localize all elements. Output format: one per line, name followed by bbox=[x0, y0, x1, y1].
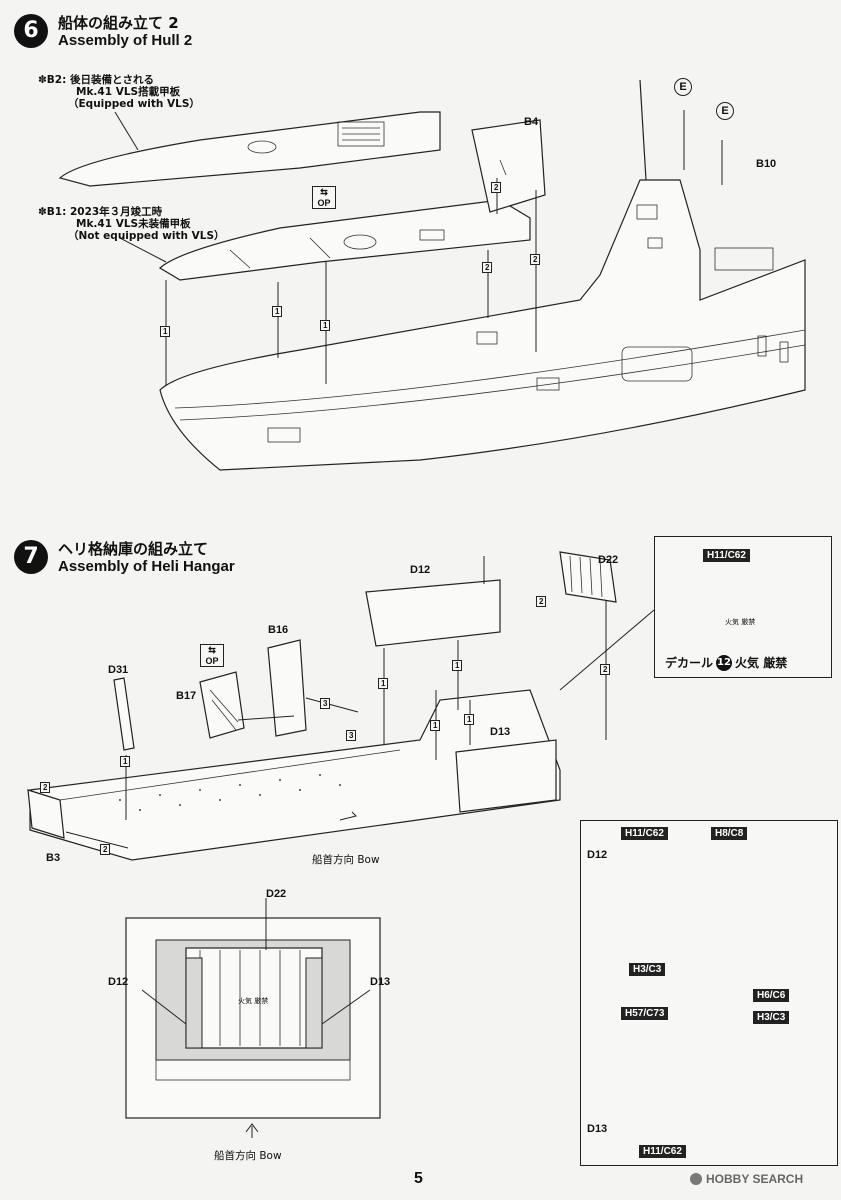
tag-h3-c3-b: H3/C3 bbox=[753, 1011, 790, 1024]
step-num-2: 2 bbox=[482, 262, 493, 273]
note-b1-line2: Mk.41 VLS未装備甲板 bbox=[76, 218, 191, 230]
step-7-op-badge: ⇆ OP bbox=[200, 644, 224, 667]
decal-text: 火気 厳禁 bbox=[735, 656, 788, 670]
note-b2-line2: Mk.41 VLS搭載甲板 bbox=[76, 86, 181, 98]
front-view-label-d12: D12 bbox=[108, 976, 129, 988]
part-label-d22: D22 bbox=[598, 554, 619, 566]
part-label-e-1: E bbox=[674, 78, 692, 96]
tag-h11-c62-top: H11/C62 bbox=[621, 827, 668, 840]
hangar-front-view-drawing bbox=[125, 898, 381, 1138]
hangar-drawing bbox=[27, 551, 617, 861]
step-num-2: 2 bbox=[530, 254, 541, 265]
step-num-2: 2 bbox=[536, 596, 547, 607]
front-view-label-d13: D13 bbox=[370, 976, 391, 988]
step-num-1: 1 bbox=[272, 306, 283, 317]
step-num-2: 2 bbox=[100, 844, 111, 855]
step-num-1: 1 bbox=[464, 714, 475, 725]
decal-small-text: 火気 厳禁 bbox=[725, 618, 756, 626]
part-label-b3: B3 bbox=[46, 852, 61, 864]
step-num-3: 3 bbox=[346, 730, 357, 741]
part-label-b17: B17 bbox=[176, 690, 197, 702]
page-number: 5 bbox=[414, 1170, 423, 1187]
step-num-1: 1 bbox=[378, 678, 389, 689]
decal-label: デカール bbox=[665, 656, 714, 670]
watermark: HOBBY SEARCH bbox=[690, 1172, 803, 1186]
deck-b1-drawing bbox=[119, 199, 531, 281]
decal-number-badge: 12 bbox=[716, 655, 733, 671]
tag-h11-c62-bottom: H11/C62 bbox=[639, 1145, 686, 1158]
step-7-title-en: Assembly of Heli Hangar bbox=[58, 558, 235, 575]
watermark-text: HOBBY SEARCH bbox=[706, 1172, 804, 1186]
detail-label-d12: D12 bbox=[587, 849, 608, 861]
step-num-2: 2 bbox=[40, 782, 51, 793]
step-6-title-en: Assembly of Hull 2 bbox=[58, 32, 193, 49]
tag-h6-c6: H6/C6 bbox=[753, 989, 790, 1002]
step-7-title-jp: ヘリ格納庫の組み立て bbox=[58, 540, 209, 558]
part-label-b16: B16 bbox=[268, 624, 289, 636]
step-num-1: 1 bbox=[452, 660, 463, 671]
op-label: OP bbox=[317, 198, 331, 208]
note-b2-line3: （Equipped with VLS） bbox=[68, 98, 200, 110]
part-label-b4: B4 bbox=[524, 116, 539, 128]
part-label-d13: D13 bbox=[490, 726, 511, 738]
note-b1: ✽B1: 2023年３月竣工時 Mk.41 VLS未装備甲板 （Not equi… bbox=[38, 206, 225, 242]
decal-instruction: デカール 12 火気 厳禁 bbox=[665, 655, 787, 671]
part-label-b10: B10 bbox=[756, 158, 777, 170]
op-label: OP bbox=[205, 656, 219, 666]
note-b2-line1: ✽B2: 後日装備とされる bbox=[38, 74, 154, 86]
tag-h3-c3-a: H3/C3 bbox=[629, 963, 666, 976]
front-view-bow-label: 船首方向 Bow bbox=[214, 1150, 282, 1162]
decal-box-tag: H11/C62 bbox=[703, 549, 750, 562]
step-6-title-jp: 船体の組み立て 2 bbox=[58, 14, 179, 32]
step-num-1: 1 bbox=[160, 326, 171, 337]
note-b1-line3: （Not equipped with VLS） bbox=[68, 230, 225, 242]
note-b2: ✽B2: 後日装備とされる Mk.41 VLS搭載甲板 （Equipped wi… bbox=[38, 74, 200, 110]
step-num-1: 1 bbox=[320, 320, 331, 331]
tag-h8-c8: H8/C8 bbox=[711, 827, 748, 840]
part-label-d31: D31 bbox=[108, 664, 129, 676]
tag-h57-c73: H57/C73 bbox=[621, 1007, 669, 1020]
front-view-label-d22: D22 bbox=[266, 888, 287, 900]
front-view-small-text: 火気 厳禁 bbox=[238, 997, 269, 1005]
pipe-detail-box: D12 D13 H11/C62 H8/C8 H3/C3 H6/C6 H3/C3 … bbox=[580, 820, 838, 1166]
step-6-op-badge: ⇆ OP bbox=[312, 186, 336, 209]
step-num-2: 2 bbox=[600, 664, 611, 675]
step-6-number: 6 bbox=[14, 14, 48, 48]
bow-direction-label: 船首方向 Bow bbox=[312, 854, 380, 866]
op-icon: ⇆ bbox=[320, 187, 328, 197]
step-num-3: 3 bbox=[320, 698, 331, 709]
deck-b2-drawing bbox=[58, 111, 441, 187]
note-b1-line1: ✽B1: 2023年３月竣工時 bbox=[38, 206, 163, 218]
watermark-logo-icon bbox=[690, 1173, 702, 1185]
step-num-1: 1 bbox=[120, 756, 131, 767]
step-num-2: 2 bbox=[491, 182, 502, 193]
decal-callout-box: H11/C62 火気 厳禁 デカール 12 火気 厳禁 bbox=[654, 536, 832, 678]
op-icon: ⇆ bbox=[208, 645, 216, 655]
detail-label-d13: D13 bbox=[587, 1123, 608, 1135]
part-label-e-2: E bbox=[716, 102, 734, 120]
step-7-number: 7 bbox=[14, 540, 48, 574]
part-label-d12: D12 bbox=[410, 564, 431, 576]
step-num-1: 1 bbox=[430, 720, 441, 731]
